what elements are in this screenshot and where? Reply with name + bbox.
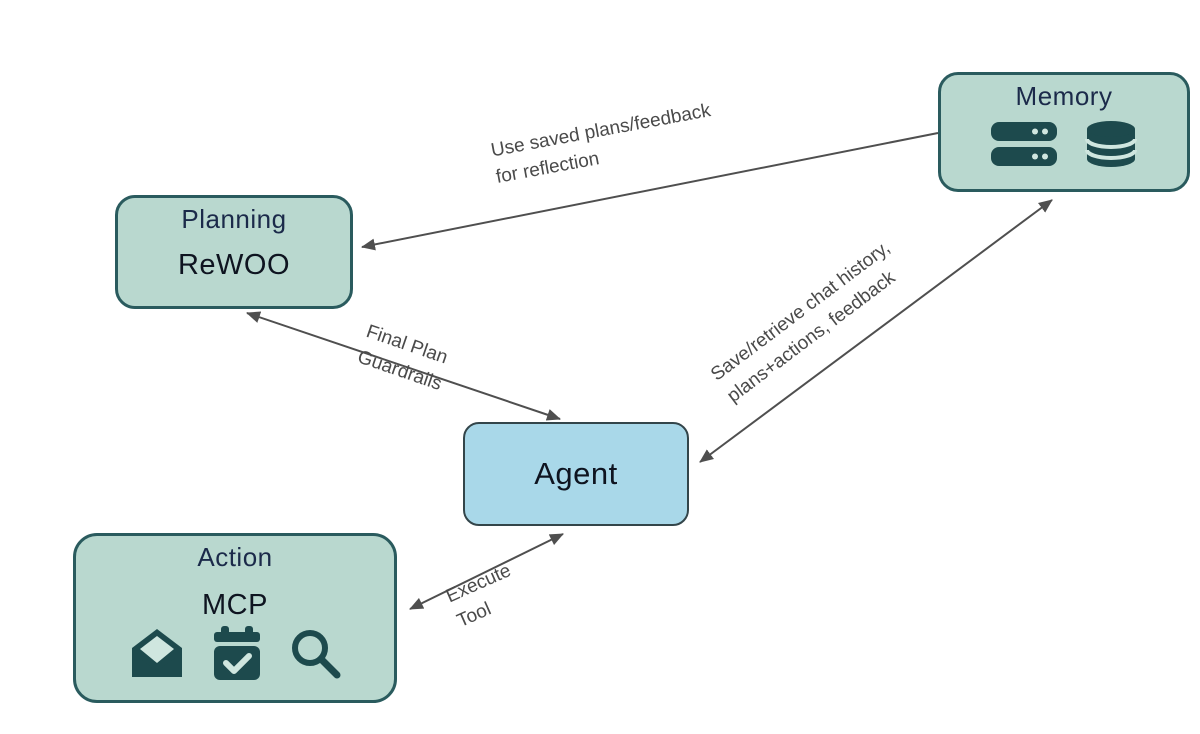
memory-icon-row — [991, 120, 1137, 168]
action-icon-row — [128, 626, 342, 680]
agent-title: Agent — [534, 456, 618, 491]
planning-title: Planning — [181, 204, 287, 234]
database-icon — [1085, 121, 1137, 167]
node-action: Action MCP — [73, 533, 397, 703]
edge-label-use-saved-plans: Use saved plans/feedback for reflection — [489, 98, 718, 191]
action-subtitle: MCP — [202, 589, 268, 621]
server-icon — [991, 122, 1057, 166]
planning-subtitle: ReWOO — [177, 249, 291, 281]
open-mail-icon — [132, 629, 182, 677]
edge-label-line: Save/retrieve chat history, — [707, 237, 895, 386]
edge-label-save-retrieve: Save/retrieve chat history, plans+action… — [706, 236, 912, 410]
action-title: Action — [197, 542, 273, 572]
search-icon — [292, 630, 341, 679]
calendar-check-icon — [214, 626, 260, 680]
node-planning: Planning ReWOO — [115, 195, 353, 309]
node-agent: Agent — [463, 422, 689, 526]
edge-label-final-plan-guardrails: Final Plan Guardrails — [354, 319, 454, 398]
edge-label-execute-tool: Execute Tool — [442, 558, 526, 635]
node-memory: Memory — [938, 72, 1190, 192]
memory-title: Memory — [1015, 81, 1113, 111]
